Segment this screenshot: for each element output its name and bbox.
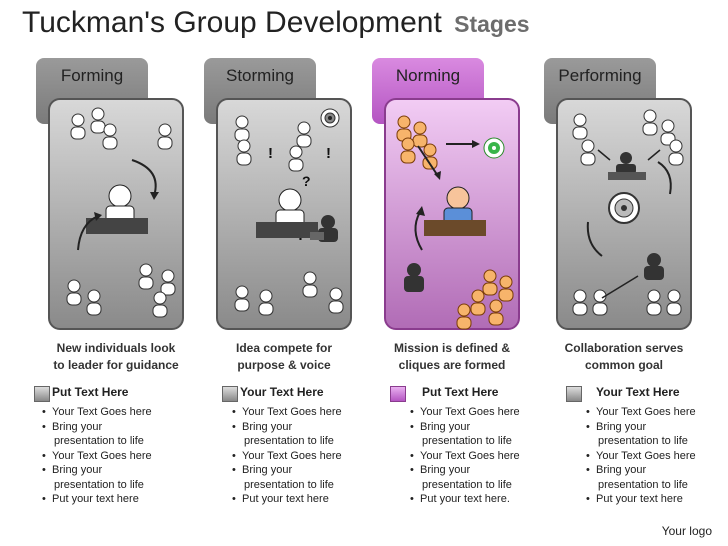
target-icon [483, 137, 505, 159]
leader-icon [256, 188, 318, 238]
stage-forming: Forming [36, 58, 196, 330]
list-item-continuation: presentation to life [244, 478, 334, 491]
leader-icon [86, 184, 148, 234]
placeholder-heading: Put Text Here [422, 385, 499, 399]
list-item-continuation: presentation to life [422, 478, 512, 491]
stage-card [384, 98, 520, 330]
caption-line: cliques are formed [398, 358, 506, 372]
stage-caption: Idea compete for purpose & voice [204, 340, 364, 374]
people-group-icon [572, 109, 684, 316]
list-item-continuation: presentation to life [54, 478, 144, 491]
target-icon [320, 108, 340, 128]
stage-norming: Norming [372, 58, 532, 330]
caption-line: Idea compete for [235, 341, 333, 355]
list-item: Bring your [408, 463, 558, 478]
list-item-continuation: presentation to life [598, 478, 688, 491]
bullet-square-icon [222, 386, 238, 402]
bullet-list: Your Text Goes here Bring your presentat… [408, 405, 558, 507]
bullet-list: Your Text Goes here Bring your presentat… [40, 405, 190, 507]
performing-illustration [572, 109, 684, 316]
list-item: Bring your [408, 420, 558, 435]
stage-label: Performing [558, 66, 642, 85]
list-item: Your Text Goes here [230, 405, 380, 420]
caption-line: to leader for guidance [53, 358, 179, 372]
target-icon [608, 192, 640, 224]
forming-illustration [66, 107, 176, 318]
list-item: Bring your [584, 463, 724, 478]
list-item: Your Text Goes here [584, 449, 724, 464]
stage-storming: Storming ! ! ? ! [204, 58, 364, 330]
list-item-continuation: presentation to life [422, 435, 512, 447]
page-title: Tuckman's Group Development Stages [22, 6, 530, 40]
list-item: Bring your [40, 420, 190, 435]
list-item: Your Text Goes here [40, 405, 190, 420]
stage-card [556, 98, 692, 330]
title-main: Tuckman's Group Development [22, 6, 442, 39]
placeholder-heading: Your Text Here [596, 385, 680, 399]
list-item: Put your text here [40, 492, 190, 507]
title-suffix: Stages [454, 11, 530, 37]
people-group-icon [66, 107, 176, 318]
stage-label: Storming [225, 66, 295, 85]
team-table-icon [608, 152, 646, 180]
rival-icon [310, 215, 338, 242]
list-item: Bring your [230, 463, 380, 478]
stage-card [48, 98, 184, 330]
bullet-square-icon [566, 386, 582, 402]
bullet-list: Your Text Goes here Bring your presentat… [230, 405, 380, 507]
stage-caption: New individuals look to leader for guida… [36, 340, 196, 374]
list-item: Put your text here [230, 492, 380, 507]
list-item: Bring your [584, 420, 724, 435]
stage-caption: Collaboration serves common goal [544, 340, 704, 374]
placeholder-heading: Put Text Here [52, 385, 129, 399]
caption-line: Mission is defined & [393, 341, 510, 355]
list-item: Bring your [230, 420, 380, 435]
caption-line: purpose & voice [237, 358, 331, 372]
stage-label: Forming [60, 66, 124, 85]
storming-illustration: ! ! ? ! [234, 108, 344, 316]
bullet-square-icon [34, 386, 50, 402]
manager-icon [404, 263, 424, 292]
question-mark: ? [302, 173, 311, 189]
list-item: Put your text here [584, 492, 724, 507]
exclaim-mark-1: ! [268, 145, 273, 162]
caption-line: New individuals look [56, 341, 176, 355]
exclaim-mark-2: ! [326, 145, 331, 162]
stage-performing: Performing [544, 58, 704, 330]
list-item-continuation: presentation to life [244, 435, 334, 447]
list-item-continuation: presentation to life [54, 435, 144, 447]
list-item: Your Text Goes here [408, 449, 558, 464]
list-item: Your Text Goes here [40, 449, 190, 464]
bullet-square-icon [390, 386, 406, 402]
norming-illustration [396, 115, 514, 330]
caption-line: common goal [584, 358, 663, 372]
list-item: Your Text Goes here [408, 405, 558, 420]
list-item: Bring your [40, 463, 190, 478]
logo-placeholder: Your logo [661, 524, 712, 538]
bullet-list: Your Text Goes here Bring your presentat… [584, 405, 724, 507]
list-item: Put your text here. [408, 492, 558, 507]
stage-card: ! ! ? ! [216, 98, 352, 330]
stage-caption: Mission is defined & cliques are formed [372, 340, 532, 374]
leader-icon [424, 186, 486, 236]
caption-line: Collaboration serves [564, 341, 684, 355]
stage-label: Norming [395, 66, 461, 85]
people-group-icon [234, 115, 344, 316]
list-item-continuation: presentation to life [598, 435, 688, 447]
list-item: Your Text Goes here [230, 449, 380, 464]
list-item: Your Text Goes here [584, 405, 724, 420]
manager-icon [644, 253, 664, 280]
placeholder-heading: Your Text Here [240, 385, 324, 399]
